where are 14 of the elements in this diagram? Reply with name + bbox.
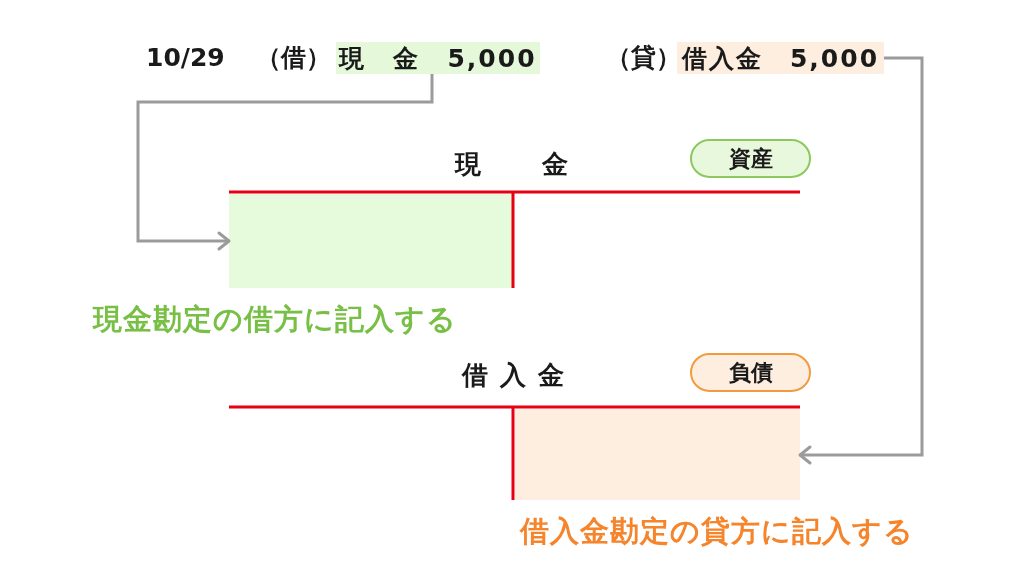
entry-box: 借入金 5,000	[677, 42, 884, 74]
account-title: 借入金	[462, 359, 564, 391]
debit-mark-text: （借）	[256, 42, 331, 74]
account-title: 現金	[455, 148, 568, 180]
arrow	[798, 56, 924, 465]
instruction-text: 現金勘定の借方に記入する	[93, 301, 457, 338]
credit-area	[514, 408, 800, 500]
category-pill: 資産	[690, 139, 811, 178]
arrow	[136, 74, 434, 251]
date-text: 10/29	[146, 42, 225, 74]
instruction-text: 借入金勘定の貸方に記入する	[520, 513, 914, 550]
debit-area	[229, 193, 512, 288]
entry-box: 現 金 5,000	[336, 42, 540, 74]
category-pill: 負債	[690, 353, 811, 392]
